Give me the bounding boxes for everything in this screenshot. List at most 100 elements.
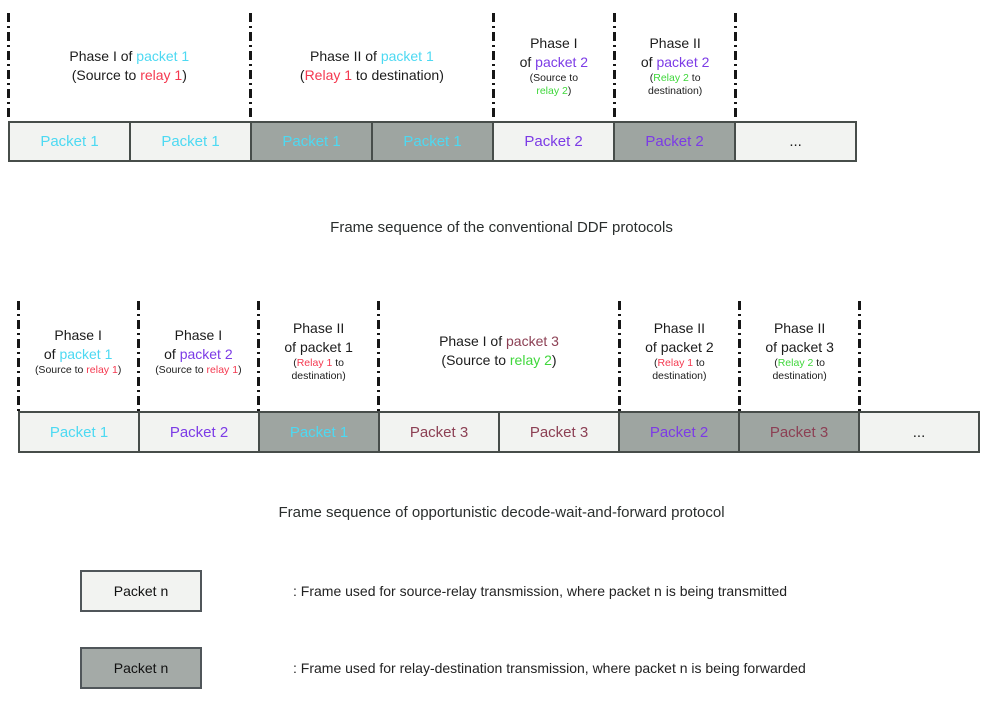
phase-label-text: of: [164, 345, 180, 362]
phase-label: Phase I of packet 2 (Source to relay 1): [138, 301, 258, 401]
phase-boundary-dashed-line: [734, 13, 738, 121]
frame-cell: Packet 2: [494, 123, 616, 160]
phase-boundary-dashed-line: [617, 301, 621, 411]
phase-label-text: packet 2: [656, 54, 710, 70]
phase-label-text: of: [640, 54, 657, 70]
frame-cell-label: ...: [789, 133, 802, 150]
frame-cell: ...: [860, 413, 978, 451]
phase-boundary-dashed-line: [257, 301, 260, 411]
frame-cell: Packet 1: [10, 123, 132, 160]
frame-cell-label: Packet 1: [40, 133, 99, 150]
phase-label-text: packet 1: [380, 48, 434, 64]
legend-description-source-relay: : Frame used for source-relay transmissi…: [293, 583, 788, 599]
frame-cell: Packet 2: [620, 413, 740, 451]
phase-label-text: packet 1: [136, 48, 190, 64]
phase-label-text: Relay 1: [304, 67, 353, 83]
frame-cell: Packet 1: [131, 123, 253, 160]
phase-label-line: (Source to: [530, 72, 578, 85]
frame-cell-label: Packet 3: [529, 423, 589, 441]
phase-label-text: (: [653, 357, 658, 369]
legend-description-relay-destination: : Frame used for relay-destination trans…: [293, 660, 806, 676]
phase-label-text: ): [182, 67, 187, 83]
frame-cell-label: Packet 1: [161, 133, 220, 150]
phase-label-text: Relay 1: [296, 357, 333, 369]
phase-label-line: (Source to relay 2): [441, 351, 556, 370]
phase-boundary-dashed-line: [613, 13, 616, 121]
frame-cell-label: Packet 2: [645, 133, 704, 150]
phase-label-line: of packet 2: [645, 338, 714, 357]
frame-cell-label: Packet 3: [769, 423, 829, 441]
phase-label-line: destination): [772, 370, 826, 383]
phase-label-line: Phase I of packet 3: [439, 332, 559, 351]
phase-label-text: (Source to: [71, 67, 141, 83]
phase-label-text: ): [238, 363, 242, 376]
frame-cell: Packet 3: [740, 413, 860, 451]
phase-label-text: relay 1: [140, 67, 183, 83]
phase-label-text: to destination): [352, 67, 444, 83]
phase-label-text: (: [299, 67, 305, 83]
phase-boundary-dashed-line: [16, 301, 20, 411]
phase-boundary-dashed-line: [249, 13, 253, 121]
phase-label-line: (Relay 1 to: [654, 357, 705, 370]
phase-label-text: destination): [772, 370, 827, 382]
frame-cell-label: Packet 1: [289, 423, 349, 441]
frame-cell: ...: [736, 123, 856, 160]
phase-label-text: relay 2: [509, 352, 552, 368]
frame-cell: Packet 1: [373, 123, 495, 160]
phase-label-line: (Relay 1 to destination): [300, 66, 444, 85]
phase-label-text: ): [551, 352, 557, 368]
legend-box-relay-destination: Packet n: [80, 647, 202, 689]
phase-label-text: ): [567, 85, 572, 97]
phase-label-line: destination): [648, 85, 702, 98]
legend-box-source-relay: Packet n: [80, 570, 202, 612]
phase-label-text: (: [293, 357, 297, 369]
phase-label-text: to: [332, 357, 345, 369]
phase-boundary-dashed-line: [491, 13, 495, 121]
phase-boundary-dashed-line: [136, 301, 140, 411]
phase-label-line: of packet 2: [520, 53, 589, 72]
phase-label-line: (Source to relay 1): [155, 364, 241, 377]
phase-label-text: Phase II: [653, 320, 706, 336]
phase-label-line: (Relay 2 to: [650, 72, 701, 85]
phase-label-text: Relay 1: [657, 357, 694, 369]
phase-label-text: packet 2: [535, 54, 589, 70]
phase-label-line: of packet 2: [641, 53, 710, 72]
phase-label-text: of: [519, 54, 536, 70]
phase-label-line: (Source to relay 1): [72, 66, 187, 85]
phase-label-line: Phase I: [54, 326, 101, 345]
frame-cell: Packet 1: [20, 413, 140, 451]
phase-label-line: of packet 1: [284, 338, 353, 357]
phase-label-text: to: [688, 72, 701, 84]
phase-label-text: to: [813, 357, 826, 369]
phase-label-text: Phase I: [530, 35, 578, 51]
diagram2-caption: Frame sequence of opportunistic decode-w…: [278, 504, 725, 521]
frame-cell-label: Packet 1: [282, 133, 341, 150]
legend-item-relay-destination: Packet n : Frame used for relay-destinat…: [80, 647, 806, 689]
phase-label-text: Phase I: [174, 326, 223, 343]
phase-label-line: of packet 3: [765, 338, 834, 357]
phase-label-text: (Source to: [34, 363, 87, 376]
phase-boundary-dashed-line: [6, 13, 10, 121]
phase-boundary-dashed-line: [738, 301, 741, 411]
frame-cell-label: Packet 2: [169, 423, 229, 441]
phase-label-text: Phase II of: [310, 48, 381, 64]
phase-label-line: (Source to relay 1): [35, 364, 121, 377]
phase-label-text: of packet 3: [765, 339, 834, 355]
frame-cell: Packet 1: [260, 413, 380, 451]
phase-label-text: Phase II: [649, 35, 701, 51]
frame-cell: Packet 2: [615, 123, 737, 160]
phase-label-text: of packet 2: [645, 339, 714, 355]
phase-label-text: (: [774, 357, 778, 369]
frame-cell-label: Packet 3: [409, 423, 469, 441]
phase-label-text: packet 2: [179, 345, 233, 362]
phase-label-text: Phase II: [292, 320, 345, 336]
phase-label-text: of: [43, 345, 60, 362]
phase-label-text: (Source to: [441, 352, 510, 368]
phase-label-text: packet 3: [506, 333, 559, 349]
